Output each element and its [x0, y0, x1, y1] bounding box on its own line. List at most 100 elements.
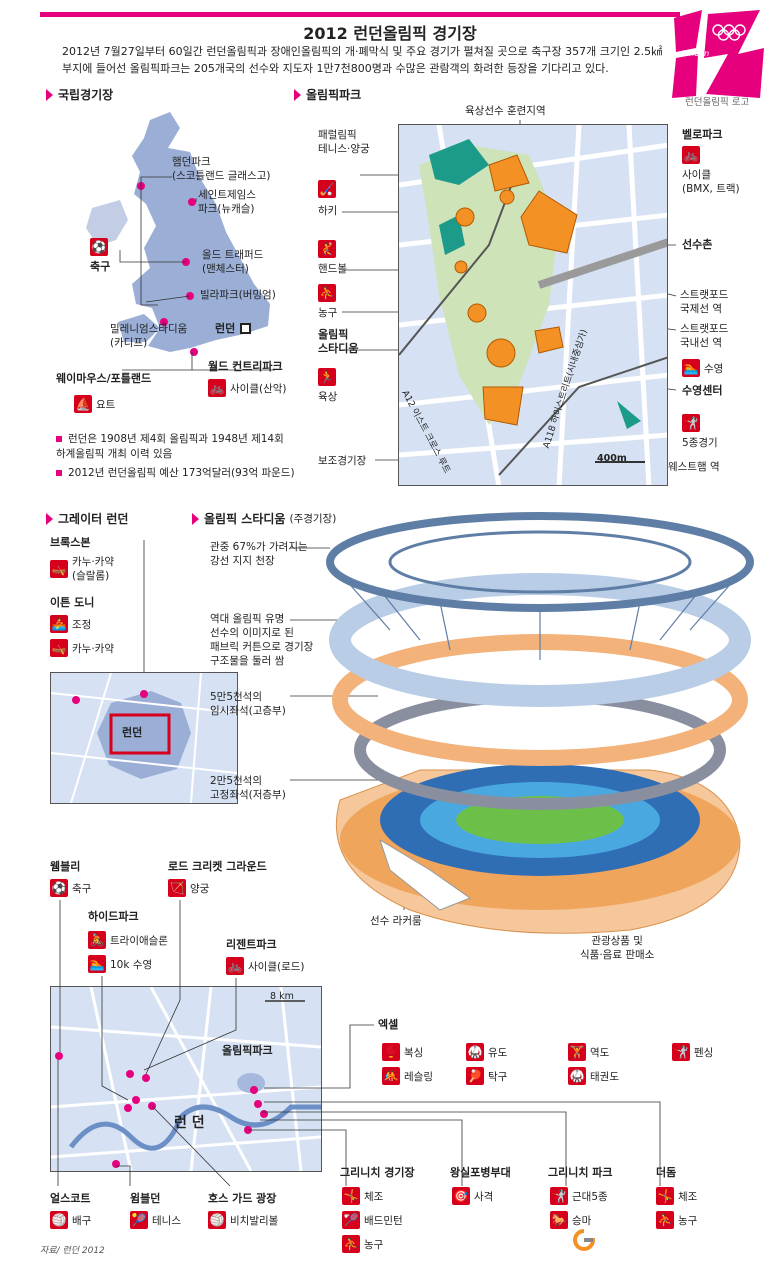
- map-marker[interactable]: [260, 1110, 268, 1118]
- hockey-pin[interactable]: 🏑: [318, 180, 336, 198]
- dome-gymnastics[interactable]: 🤸체조: [656, 1187, 697, 1205]
- map-marker[interactable]: [132, 1096, 140, 1104]
- horseguards-beach[interactable]: 🏐비치발리볼: [208, 1211, 278, 1229]
- wimbledon-tennis[interactable]: 🎾테니스: [130, 1211, 181, 1229]
- greater-london-map: [50, 672, 238, 804]
- sport-label: 농구: [364, 1238, 384, 1251]
- chevron-icon: [46, 88, 53, 101]
- map-marker[interactable]: [190, 348, 198, 356]
- basketball-pin[interactable]: ⛹: [318, 284, 336, 302]
- excel-boxing[interactable]: 🥊복싱: [382, 1043, 423, 1061]
- gp-pentathlon[interactable]: 🤺근대5종: [550, 1187, 608, 1205]
- gymnastics-icon: 🤸: [342, 1187, 360, 1205]
- label-dome: 더돔: [656, 1166, 677, 1179]
- athletics-pin[interactable]: 🏃: [318, 368, 336, 386]
- cycling-icon: 🚲: [208, 379, 226, 397]
- mtb-item[interactable]: 🚲사이클(산악): [208, 379, 287, 397]
- note-history: 런던은 1908년 제4회 올림픽과 1948년 제14회 하계올림픽 개최 이…: [56, 432, 356, 462]
- map-marker[interactable]: [55, 1052, 63, 1060]
- excel-judo[interactable]: 🥋유도: [466, 1043, 507, 1061]
- label-roof: 관중 67%가 가려지는 강선 지지 천장: [210, 541, 308, 567]
- map-marker[interactable]: [72, 696, 80, 704]
- canoe-icon: 🛶: [50, 560, 68, 578]
- dome-basketball[interactable]: ⛹농구: [656, 1211, 697, 1229]
- equestrian-icon: 🐎: [550, 1211, 568, 1229]
- football-icon: ⚽: [50, 879, 68, 897]
- map-marker[interactable]: [124, 1104, 132, 1112]
- map-marker[interactable]: [250, 1086, 258, 1094]
- football-pin[interactable]: ⚽: [90, 238, 108, 256]
- cycling-icon: 🚲: [682, 146, 700, 164]
- map-marker[interactable]: [142, 1074, 150, 1082]
- excel-weightlifting[interactable]: 🏋역도: [568, 1043, 609, 1061]
- london-marker-icon: [240, 323, 251, 334]
- handball-icon: 🤾: [318, 240, 336, 258]
- artillery-shooting[interactable]: 🎯사격: [452, 1187, 493, 1205]
- athletics-icon: 🏃: [318, 368, 336, 386]
- excel-tabletennis[interactable]: 🏓탁구: [466, 1067, 507, 1085]
- handball-pin[interactable]: 🤾: [318, 240, 336, 258]
- sport-label: 테니스: [152, 1214, 181, 1227]
- ga-badminton[interactable]: 🏸배드민턴: [342, 1211, 403, 1229]
- archery-item[interactable]: 🏹양궁: [168, 879, 209, 897]
- weightlifting-icon: 🏋: [568, 1043, 586, 1061]
- rowing-item[interactable]: 🚣조정: [50, 615, 91, 633]
- yacht-item[interactable]: ⛵요트: [74, 395, 115, 413]
- gp-equestrian[interactable]: 🐎 승마: [550, 1211, 591, 1229]
- page-title: 2012 런던올림픽 경기장: [303, 24, 477, 43]
- label-wrap: 역대 올림픽 유명 선수의 이미지로 된 패브릭 커튼으로 경기장 구조물을 둘…: [210, 613, 314, 667]
- pentathlon-icon: 🤺: [550, 1187, 568, 1205]
- map-marker[interactable]: [140, 690, 148, 698]
- label-basketball: 농구: [318, 307, 338, 319]
- sport-label: 승마: [572, 1214, 592, 1227]
- canoe-slalom-item[interactable]: 🛶카누·카약 (슬랄롬): [50, 555, 114, 583]
- pentathlon-pin[interactable]: 🤺: [682, 414, 700, 432]
- label-lower: 2만5천석의 고정좌석(저층부): [210, 775, 286, 801]
- label-lockers: 선수 라커룸: [370, 915, 422, 927]
- rowing-icon: 🚣: [50, 615, 68, 633]
- swimming-item[interactable]: 🏊수영: [682, 359, 723, 377]
- taekwondo-icon: 🥋: [568, 1067, 586, 1085]
- earls-volleyball[interactable]: 🏐배구: [50, 1211, 91, 1229]
- canoe-icon: 🛶: [50, 639, 68, 657]
- wembley-football-label: 축구: [72, 882, 92, 895]
- label-millennium: 밀레니엄스타디움 (카디프): [110, 323, 188, 349]
- svg-text:london: london: [682, 49, 709, 58]
- label-greater-london: 런던: [122, 726, 143, 739]
- archery-label: 양궁: [190, 882, 210, 895]
- wrestling-icon: 🤼: [382, 1067, 400, 1085]
- map-marker[interactable]: [126, 1070, 134, 1078]
- map-marker[interactable]: [254, 1100, 262, 1108]
- basketball-icon: ⛹: [318, 284, 336, 302]
- sport-label: 태권도: [590, 1070, 619, 1083]
- ga-basketball[interactable]: ⛹농구: [342, 1235, 383, 1253]
- label-velopark: 벨로파크: [682, 128, 723, 141]
- ga-gymnastics[interactable]: 🤸체조: [342, 1187, 383, 1205]
- label-greenwich-arena: 그리니치 경기장: [340, 1166, 415, 1179]
- triathlon-item[interactable]: 🚴트라이애슬론: [88, 931, 168, 949]
- label-upper: 5만5천석의 임시좌석(고층부): [210, 691, 286, 717]
- road-cycling-item[interactable]: 🚲사이클(로드): [226, 957, 305, 975]
- swim10k-item[interactable]: 🏊10k 수영: [88, 955, 152, 973]
- velopark-pin[interactable]: 🚲: [682, 146, 700, 164]
- boxing-icon: 🥊: [382, 1043, 400, 1061]
- excel-fencing[interactable]: 🤺펜싱: [672, 1043, 713, 1061]
- label-london-scale: 8 km: [270, 991, 294, 1002]
- excel-wrestling[interactable]: 🤼레슬링: [382, 1067, 433, 1085]
- label-hydepark: 하이드파크: [88, 910, 139, 923]
- table-tennis-icon: 🏓: [466, 1067, 484, 1085]
- label-training: 육상선수 훈련지역: [465, 105, 546, 117]
- wembley-football-item[interactable]: ⚽ 축구: [50, 879, 91, 897]
- label-wembley: 웸블리: [50, 860, 81, 873]
- yacht-icon: ⛵: [74, 395, 92, 413]
- section-national-title: 국립경기장: [58, 88, 114, 102]
- label-football: 축구: [90, 260, 111, 273]
- label-stratford-dom: 스트랫포드 국내선 역: [680, 323, 729, 349]
- label-villa: 빌라파크(버밍엄): [200, 289, 276, 301]
- sport-label: 배구: [72, 1214, 92, 1227]
- map-marker[interactable]: [188, 198, 196, 206]
- map-marker[interactable]: [112, 1160, 120, 1168]
- excel-taekwondo[interactable]: 🥋 태권도: [568, 1067, 619, 1085]
- canoe-item[interactable]: 🛶카누·카약: [50, 639, 114, 657]
